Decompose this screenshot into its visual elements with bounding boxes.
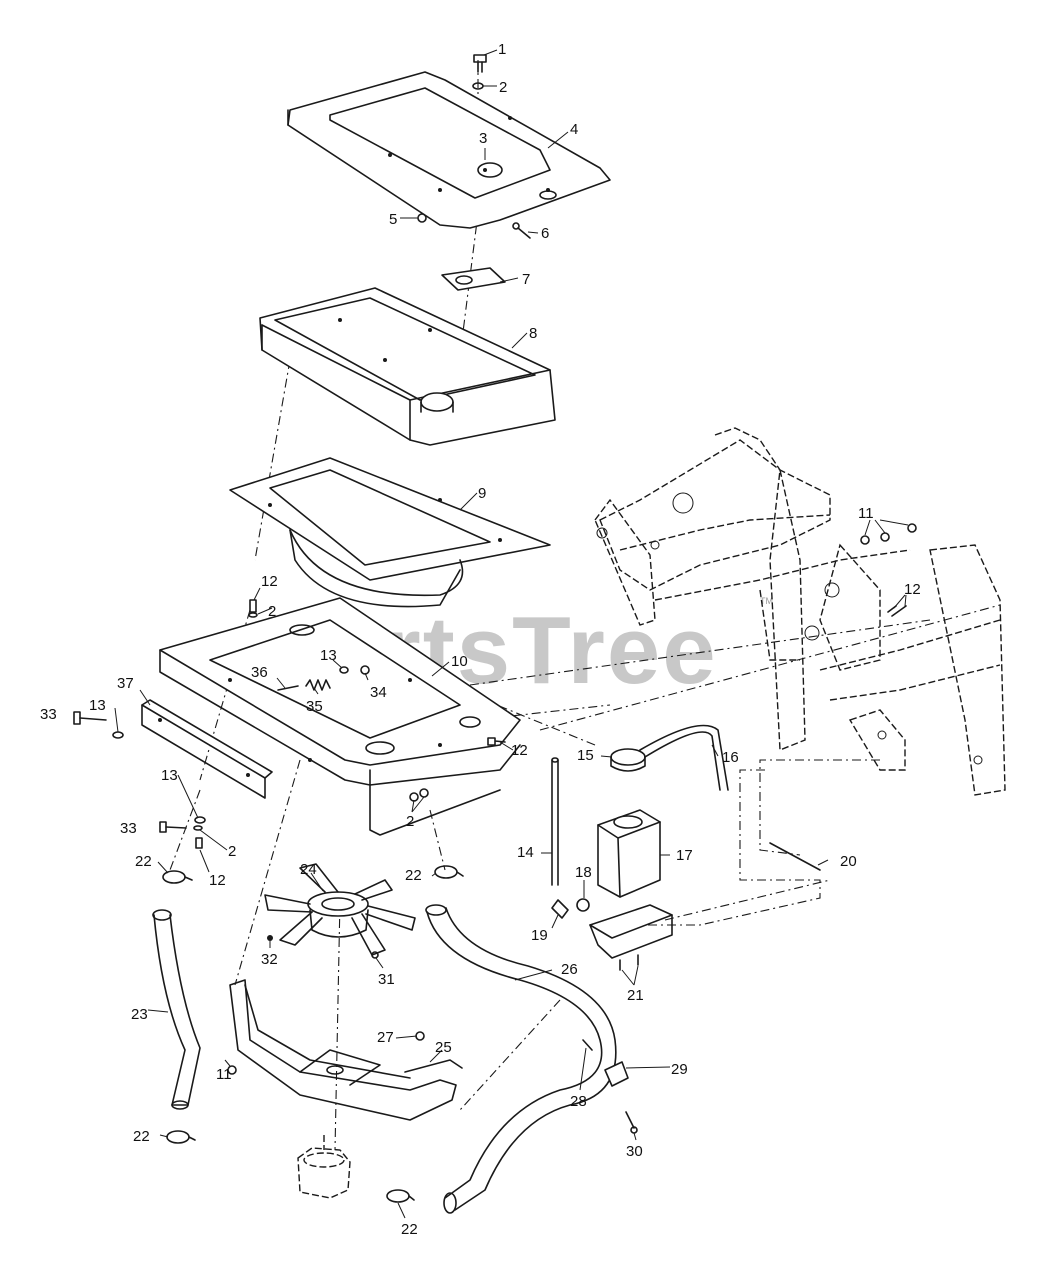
- callout-33-lower: 33: [120, 820, 137, 837]
- hose-26: [425, 904, 617, 1214]
- callout-13-center: 13: [320, 647, 337, 664]
- clamp-22-b: [434, 865, 464, 879]
- clip-28: [582, 1039, 593, 1051]
- callout-1: 1: [498, 41, 506, 58]
- clamp-22-d: [386, 1189, 415, 1203]
- callout-14: 14: [517, 844, 534, 861]
- callout-22-a: 22: [135, 853, 152, 870]
- callout-35: 35: [306, 698, 323, 715]
- nut-32: [267, 935, 273, 941]
- radiator-8: [259, 287, 556, 446]
- callout-28: 28: [570, 1093, 587, 1110]
- callout-12-right: 12: [904, 581, 921, 598]
- watermark-trademark: TM: [760, 596, 773, 606]
- rod-14: [551, 757, 559, 886]
- callout-37: 37: [117, 675, 134, 692]
- callout-34: 34: [370, 684, 387, 701]
- bolt-1: [472, 54, 487, 90]
- nut-5: [417, 213, 427, 223]
- callout-18: 18: [575, 864, 592, 881]
- callout-33-upper: 33: [40, 706, 57, 723]
- hose-23: [152, 909, 201, 1110]
- callout-6: 6: [541, 225, 549, 242]
- nut-31: [371, 951, 379, 959]
- screw-6: [512, 222, 531, 239]
- hose-16: [639, 724, 729, 791]
- bracket-25: [229, 979, 463, 1121]
- callout-24: 24: [300, 861, 317, 878]
- callout-11-lower: 11: [216, 1066, 232, 1083]
- fitting-18: [576, 898, 590, 912]
- callout-5: 5: [389, 211, 397, 228]
- callout-23: 23: [131, 1006, 148, 1023]
- callout-20: 20: [840, 853, 857, 870]
- callout-7: 7: [522, 271, 530, 288]
- callout-13-upper: 13: [89, 697, 106, 714]
- callout-4: 4: [570, 121, 578, 138]
- callout-25: 25: [435, 1039, 452, 1056]
- callout-29: 29: [671, 1061, 688, 1078]
- callout-9: 9: [478, 485, 486, 502]
- fan-shroud-9: [229, 457, 551, 608]
- callout-22-b: 22: [405, 867, 422, 884]
- callout-15: 15: [577, 747, 594, 764]
- motor-dashed: [297, 1135, 351, 1199]
- plate-7: [441, 267, 506, 291]
- fitting-19: [551, 899, 569, 919]
- callout-2: 2: [499, 79, 507, 96]
- grommet-29: [604, 1061, 629, 1087]
- callout-12-lower: 12: [209, 872, 226, 889]
- callout-3: 3: [479, 130, 487, 147]
- screw-30: [625, 1111, 638, 1134]
- callout-32: 32: [261, 951, 278, 968]
- fan-24: [264, 863, 416, 956]
- callout-12-upper: 12: [261, 573, 278, 590]
- callout-19: 19: [531, 927, 548, 944]
- callout-8: 8: [529, 325, 537, 342]
- callout-11-upper: 11: [858, 505, 874, 522]
- callout-22-d: 22: [401, 1221, 418, 1238]
- callout-12-mid: 12: [511, 742, 528, 759]
- radiator-support-10: [159, 597, 521, 836]
- frame-assembly: [469, 427, 1006, 926]
- clamp-22-a: [162, 870, 193, 884]
- callout-2-mid: 2: [406, 813, 414, 830]
- cap-15: [610, 748, 646, 772]
- callout-27: 27: [377, 1029, 394, 1046]
- callout-22-c: 22: [133, 1128, 150, 1145]
- callout-13-lower: 13: [161, 767, 178, 784]
- clamp-22-c: [166, 1130, 196, 1144]
- callout-2-lower: 2: [228, 843, 236, 860]
- bolt-33-lower: [159, 816, 206, 833]
- callout-36: 36: [251, 664, 268, 681]
- callout-2-upper: 2: [268, 603, 276, 620]
- wire-20: [769, 842, 821, 871]
- callout-10: 10: [451, 653, 468, 670]
- leader-lines: [114, 49, 909, 1219]
- radiator-shroud-top: [287, 71, 611, 229]
- callout-16: 16: [722, 749, 739, 766]
- nuts-11: [227, 523, 917, 1075]
- callout-30: 30: [626, 1143, 643, 1160]
- callout-31: 31: [378, 971, 395, 988]
- callout-26: 26: [561, 961, 578, 978]
- callout-17: 17: [676, 847, 693, 864]
- bracket-21: [589, 904, 673, 971]
- callout-21: 21: [627, 987, 644, 1004]
- callout-labels: 1 2 3 4 5 6 7 8 9 11 12 12 2 10 13 36 34…: [40, 41, 921, 1238]
- reservoir-17: [597, 809, 661, 898]
